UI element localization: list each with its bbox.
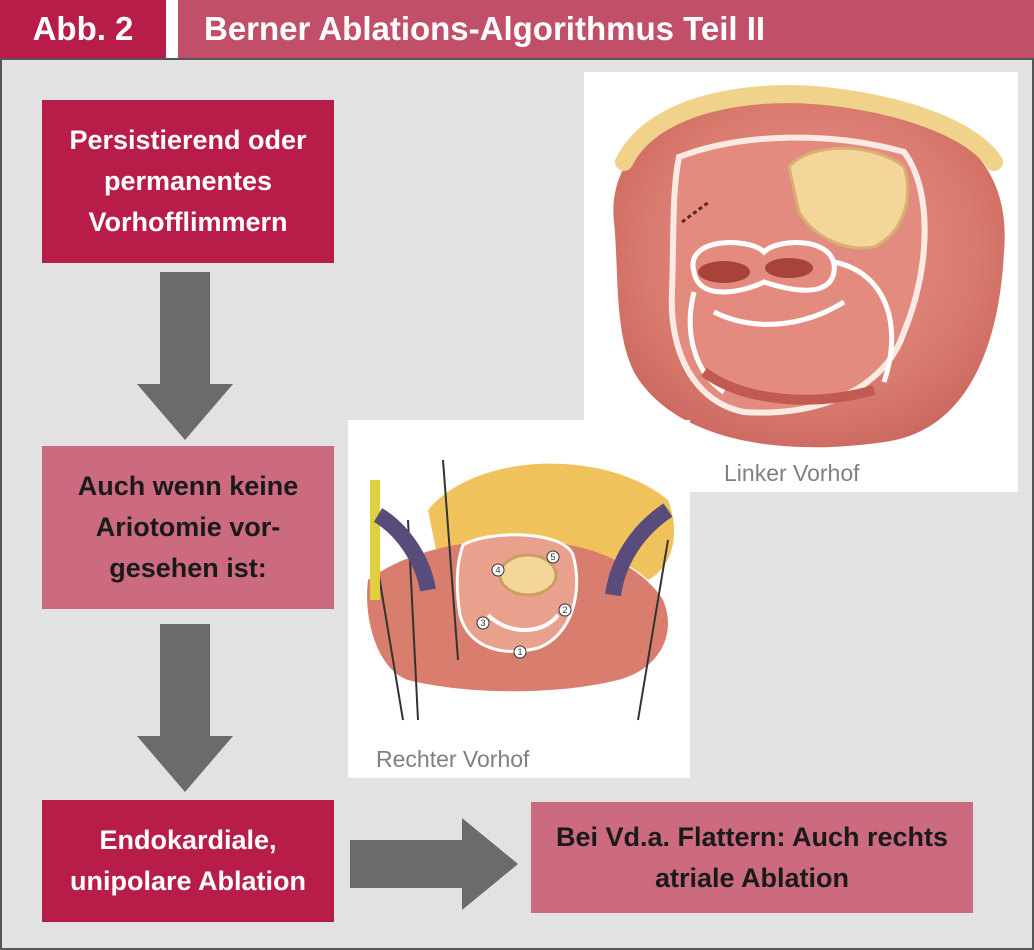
flow-box-text: Persistierend oder permanentes Vorhoffli… [69, 125, 307, 237]
down-arrow-1 [137, 272, 233, 440]
marker-5: 5 [550, 552, 555, 562]
marker-3: 3 [480, 618, 485, 628]
right-atrium-image: 1 2 3 4 5 Rechter Vorhof [348, 420, 690, 778]
left-atrium-caption: Linker Vorhof [724, 460, 860, 486]
right-arrow [350, 818, 518, 910]
flow-box-text: Endokardiale, unipolare Ablation [70, 825, 306, 896]
left-atrium-illustration [613, 85, 1005, 448]
right-atrium-caption: Rechter Vorhof [376, 746, 530, 772]
right-atrium-illustration: 1 2 3 4 5 [367, 459, 675, 721]
flow-box-no-atriotomy: Auch wenn keine Ariotomie vor-gesehen is… [42, 446, 334, 609]
flow-box-text: Auch wenn keine Ariotomie vor-gesehen is… [77, 471, 299, 583]
marker-2: 2 [562, 605, 567, 615]
marker-4: 4 [495, 565, 500, 575]
figure-label: Abb. 2 [0, 0, 166, 58]
flow-box-right-atrial-ablation: Bei Vd.a. Flattern: Auch rechts atriale … [531, 802, 973, 913]
flow-box-text: Bei Vd.a. Flattern: Auch rechts atriale … [555, 821, 949, 893]
flow-box-endocardial-ablation: Endokardiale, unipolare Ablation [42, 800, 334, 922]
marker-1: 1 [517, 647, 522, 657]
figure-title: Berner Ablations-Algorithmus Teil II [178, 0, 1034, 58]
flow-box-atrial-fibrillation: Persistierend oder permanentes Vorhoffli… [42, 100, 334, 263]
down-arrow-2 [137, 624, 233, 792]
header-bar: Abb. 2 Berner Ablations-Algorithmus Teil… [0, 0, 1034, 58]
